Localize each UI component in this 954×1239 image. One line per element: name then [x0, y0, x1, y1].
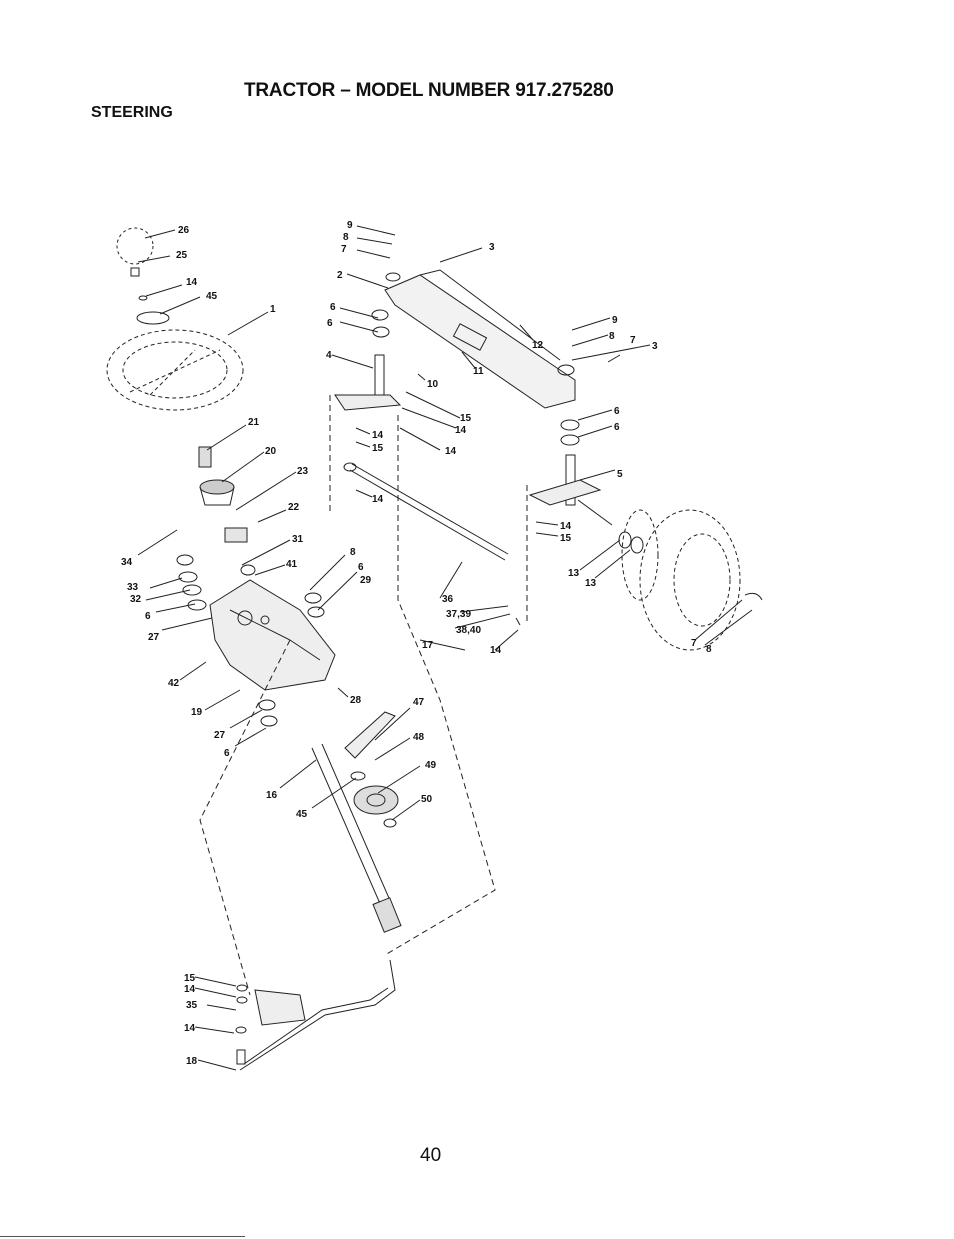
callout-14: 14 — [490, 645, 502, 656]
callout-45: 45 — [296, 809, 308, 820]
right-spindle-part — [528, 419, 613, 526]
pulley-part — [344, 711, 399, 828]
left-spindle-part — [334, 309, 402, 411]
callout-13: 13 — [585, 578, 597, 589]
callout-38-40: 38,40 — [456, 625, 481, 636]
front-wheel-part — [621, 509, 741, 651]
callout-2: 2 — [337, 270, 343, 281]
steering-bracket-part — [209, 579, 336, 691]
callout-7: 7 — [341, 244, 347, 255]
callout-1: 1 — [270, 304, 276, 315]
front-axle-part — [384, 269, 576, 409]
assembly-reference-lines — [199, 395, 528, 996]
bottom-rule — [0, 1236, 245, 1237]
steering-wheel-part — [106, 329, 244, 411]
callout-14: 14 — [560, 521, 572, 532]
callout-14: 14 — [445, 446, 457, 457]
callout-23: 23 — [297, 466, 309, 477]
callout-15: 15 — [184, 973, 196, 984]
callout-20: 20 — [265, 446, 277, 457]
callout-15: 15 — [560, 533, 572, 544]
callout-14: 14 — [455, 425, 467, 436]
callout-11: 11 — [473, 366, 484, 377]
callout-34: 34 — [121, 557, 133, 568]
callout-14: 14 — [372, 430, 384, 441]
callout-6: 6 — [145, 611, 151, 622]
callout-19: 19 — [191, 707, 203, 718]
callout-6: 6 — [330, 302, 336, 313]
callout-29: 29 — [360, 575, 372, 586]
callout-42: 42 — [168, 678, 180, 689]
callout-26: 26 — [178, 225, 190, 236]
callout-28: 28 — [350, 695, 362, 706]
callout-22: 22 — [288, 502, 300, 513]
callout-16: 16 — [266, 790, 278, 801]
page-title: TRACTOR – MODEL NUMBER 917.275280 — [244, 80, 614, 101]
callout-48: 48 — [413, 732, 425, 743]
callout-27: 27 — [148, 632, 160, 643]
callout-7: 7 — [630, 335, 636, 346]
sector-gear-part — [235, 959, 396, 1071]
callout-6: 6 — [327, 318, 333, 329]
callout-9: 9 — [347, 220, 353, 231]
callout-5: 5 — [617, 469, 623, 480]
callout-14: 14 — [186, 277, 198, 288]
callout-49: 49 — [425, 760, 437, 771]
callout-14: 14 — [184, 984, 196, 995]
callout-12: 12 — [532, 340, 544, 351]
callout-15: 15 — [460, 413, 472, 424]
wheel-hardware — [618, 531, 763, 601]
callout-14: 14 — [184, 1023, 196, 1034]
section-heading: STEERING — [91, 104, 173, 121]
callout-8: 8 — [609, 331, 615, 342]
callout-50: 50 — [421, 794, 433, 805]
callout-36: 36 — [442, 594, 454, 605]
callout-6: 6 — [224, 748, 230, 759]
steering-shaft-part — [311, 743, 402, 933]
callout-25: 25 — [176, 250, 188, 261]
callout-10: 10 — [427, 379, 439, 390]
page-number: 40 — [420, 1145, 442, 1166]
callout-17: 17 — [422, 640, 434, 651]
callout-6: 6 — [614, 422, 620, 433]
callout-37-39: 37,39 — [446, 609, 471, 620]
callout-6: 6 — [358, 562, 364, 573]
callout-labels: 26 25 14 45 1 21 20 23 22 31 34 41 8 6 2… — [121, 220, 712, 1067]
callout-4: 4 — [326, 350, 332, 361]
callout-13: 13 — [568, 568, 580, 579]
callout-8: 8 — [706, 644, 712, 655]
callout-47: 47 — [413, 697, 425, 708]
callout-3: 3 — [489, 242, 495, 253]
callout-9: 9 — [612, 315, 618, 326]
callout-14: 14 — [372, 494, 384, 505]
callout-15: 15 — [372, 443, 384, 454]
callout-18: 18 — [186, 1056, 198, 1067]
callout-8: 8 — [343, 232, 349, 243]
callout-8: 8 — [350, 547, 356, 558]
callout-35: 35 — [186, 1000, 198, 1011]
steering-boot-part — [198, 446, 248, 543]
hardware-stack-left — [176, 554, 325, 727]
callout-33: 33 — [127, 582, 139, 593]
steering-cap-part — [116, 227, 170, 325]
callout-21: 21 — [248, 417, 260, 428]
callout-32: 32 — [130, 594, 142, 605]
callout-41: 41 — [286, 559, 298, 570]
callout-27: 27 — [214, 730, 226, 741]
callout-leaders — [137, 225, 753, 1071]
callout-7: 7 — [691, 638, 697, 649]
callout-45: 45 — [206, 291, 218, 302]
tie-rod-part — [343, 462, 509, 561]
callout-6: 6 — [614, 406, 620, 417]
callout-3: 3 — [652, 341, 658, 352]
callout-31: 31 — [292, 534, 304, 545]
